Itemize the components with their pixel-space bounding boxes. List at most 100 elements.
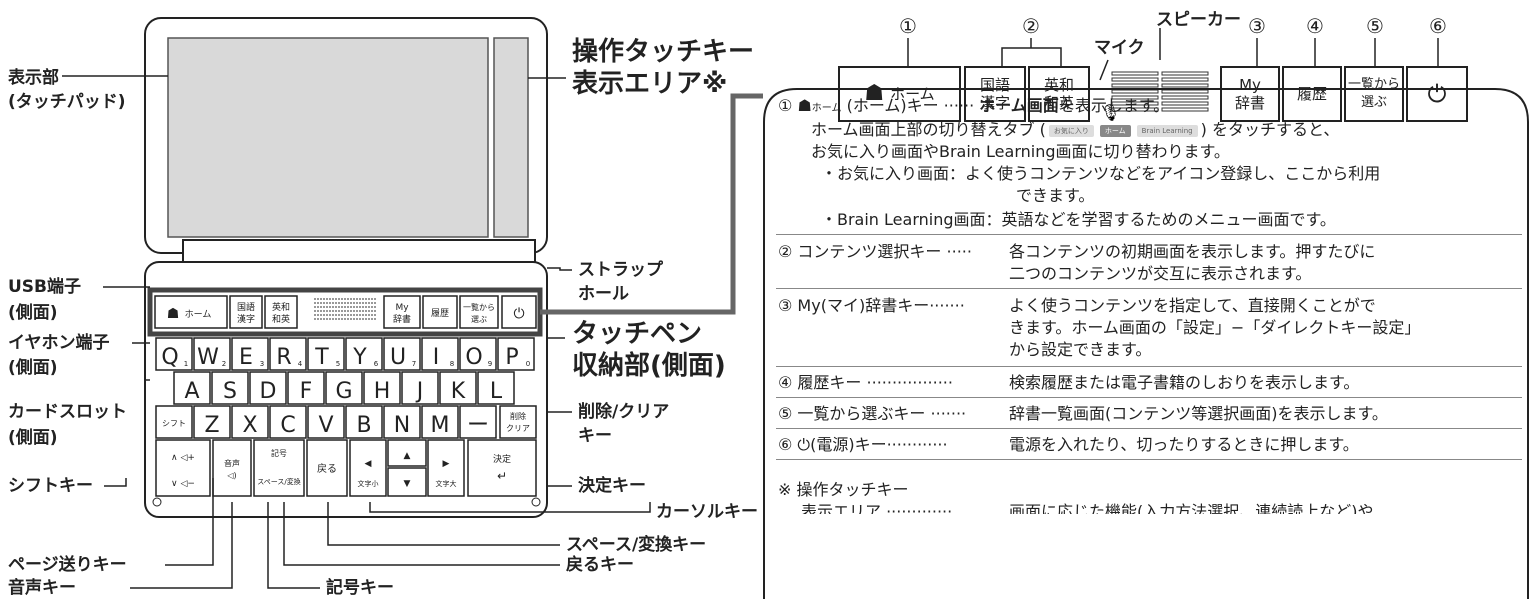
device-key-f[interactable] xyxy=(287,371,325,405)
device-list-label-1: 一覧から xyxy=(463,302,495,312)
device-key-sub: 9 xyxy=(488,360,492,368)
speaker-slot xyxy=(1161,83,1209,88)
device-key-a[interactable] xyxy=(173,371,211,405)
device-key-k[interactable] xyxy=(439,371,477,405)
tab-home-chip: ホーム xyxy=(1099,124,1131,137)
device-kokugo-key[interactable] xyxy=(229,295,263,329)
device-key-y[interactable] xyxy=(345,337,383,371)
label-touch-area-1: 操作タッチキー xyxy=(572,37,755,67)
device-key-0[interactable] xyxy=(193,405,231,439)
device-list-key[interactable] xyxy=(459,295,499,329)
device-key-l[interactable] xyxy=(477,371,515,405)
desc-1-bold: ホーム画面 xyxy=(979,96,1059,115)
speaker-slot xyxy=(1111,101,1159,106)
desc-2-line-1: 各コンテンツの初期画面を表示します。押すたびに xyxy=(1009,242,1376,261)
num-2: ② xyxy=(1022,14,1040,38)
history-key[interactable]: 履歴 xyxy=(1282,66,1342,122)
device-key-sub: 3 xyxy=(260,360,264,368)
device-key-d[interactable] xyxy=(249,371,287,405)
desc-6-key: ⑥ ⏻(電源)キー············ xyxy=(778,435,948,454)
note-text: 画面に応じた機能(入力方法選択、連続読上など)や xyxy=(1009,502,1374,514)
device-list-label-2: 選ぶ xyxy=(471,314,487,324)
device-down-key[interactable] xyxy=(387,467,427,497)
device-key-e[interactable] xyxy=(231,337,269,371)
num-6: ⑥ xyxy=(1429,14,1447,38)
note-head: ※ 操作タッチキー xyxy=(778,480,909,499)
device-left-icon: ◀ xyxy=(365,459,372,469)
label-touch-area-2: 表示エリア※ xyxy=(572,69,728,99)
num-5: ⑤ xyxy=(1366,14,1384,38)
speaker-slot xyxy=(1111,95,1159,100)
device-key-7[interactable] xyxy=(459,405,497,439)
label-earphone: イヤホン端子 xyxy=(8,333,110,353)
device-enter-key[interactable] xyxy=(467,439,537,497)
desc-2-key: ② コンテンツ選択キー ····· xyxy=(778,242,972,261)
device-left-key[interactable] xyxy=(349,439,387,497)
device-voice-key[interactable] xyxy=(212,439,252,497)
device-key-w[interactable] xyxy=(193,337,231,371)
desc-1-line-5: できます。 xyxy=(1016,186,1095,205)
device-history-key[interactable] xyxy=(422,295,458,329)
device-symbol-space-key[interactable] xyxy=(253,439,305,497)
device-key-p[interactable] xyxy=(497,337,535,371)
device-key-s[interactable] xyxy=(211,371,249,405)
device-key-2[interactable] xyxy=(269,405,307,439)
device-shift-key[interactable] xyxy=(155,405,193,439)
device-key-o[interactable] xyxy=(459,337,497,371)
device-key-label: Z xyxy=(204,413,219,438)
device-shift-label: シフト xyxy=(162,419,186,428)
device-back-key[interactable] xyxy=(306,439,348,497)
divider xyxy=(776,366,1522,367)
speaker-slot xyxy=(1161,107,1209,112)
device-key-u[interactable] xyxy=(383,337,421,371)
device-key-t[interactable] xyxy=(307,337,345,371)
device-key-h[interactable] xyxy=(363,371,401,405)
device-eiwa-key[interactable] xyxy=(264,295,298,329)
device-key-j[interactable] xyxy=(401,371,439,405)
device-key-r[interactable] xyxy=(269,337,307,371)
power-key[interactable]: ⏻ xyxy=(1406,66,1468,122)
device-right-key[interactable] xyxy=(427,439,465,497)
device-up-icon: ▲ xyxy=(404,451,411,461)
mydict-key[interactable]: My 辞書 xyxy=(1220,66,1280,122)
home-icon-small: ☗ xyxy=(797,96,812,115)
device-key-label: P xyxy=(505,345,518,370)
device-mydict-key[interactable] xyxy=(383,295,421,329)
device-key-label: V xyxy=(318,413,333,438)
device-up-key[interactable] xyxy=(387,439,427,467)
label-back: 戻るキー xyxy=(566,555,634,575)
device-key-label: D xyxy=(260,379,277,404)
device-home-key[interactable] xyxy=(154,295,228,329)
device-key-4[interactable] xyxy=(345,405,383,439)
device-clear-label: クリア xyxy=(506,424,530,433)
desc-4-text: 検索履歴または電子書籍のしおりを表示します。 xyxy=(1009,373,1360,392)
device-key-label: E xyxy=(239,345,253,370)
device-page-key[interactable] xyxy=(155,439,211,497)
speaker-slot xyxy=(1161,95,1209,100)
desc-5-key: ⑤ 一覧から選ぶキー ······· xyxy=(778,404,967,423)
tab-favorites-chip: お気に入り xyxy=(1048,124,1094,137)
device-key-g[interactable] xyxy=(325,371,363,405)
device-key-6[interactable] xyxy=(421,405,459,439)
label-voice: 音声キー xyxy=(8,578,76,598)
speaker-grille: 🎙 xyxy=(1100,71,1209,122)
device-key-label: I xyxy=(433,345,440,370)
device-delete-key[interactable] xyxy=(499,405,537,439)
device-key-q[interactable] xyxy=(155,337,193,371)
device-key-label: R xyxy=(276,345,291,370)
device-key-3[interactable] xyxy=(307,405,345,439)
label-cursor: カーソルキー xyxy=(656,502,758,522)
device-power-key[interactable] xyxy=(501,295,537,329)
desc-5-text: 辞書一覧画面(コンテンツ等選択画面)を表示します。 xyxy=(1009,404,1388,423)
device-mydict-label-2: 辞書 xyxy=(393,313,411,325)
device-key-label: F xyxy=(300,379,313,404)
device-key-5[interactable] xyxy=(383,405,421,439)
device-mydict-label-1: My xyxy=(395,303,409,313)
speaker-slot xyxy=(1161,71,1209,76)
device-history-label: 履歴 xyxy=(431,308,449,319)
eiwa-key[interactable]: 英和 和英 xyxy=(1028,66,1090,122)
device-key-i[interactable] xyxy=(421,337,459,371)
mydict-label-2: 辞書 xyxy=(1234,94,1265,112)
label-speaker: スピーカー xyxy=(1156,10,1241,30)
device-key-1[interactable] xyxy=(231,405,269,439)
